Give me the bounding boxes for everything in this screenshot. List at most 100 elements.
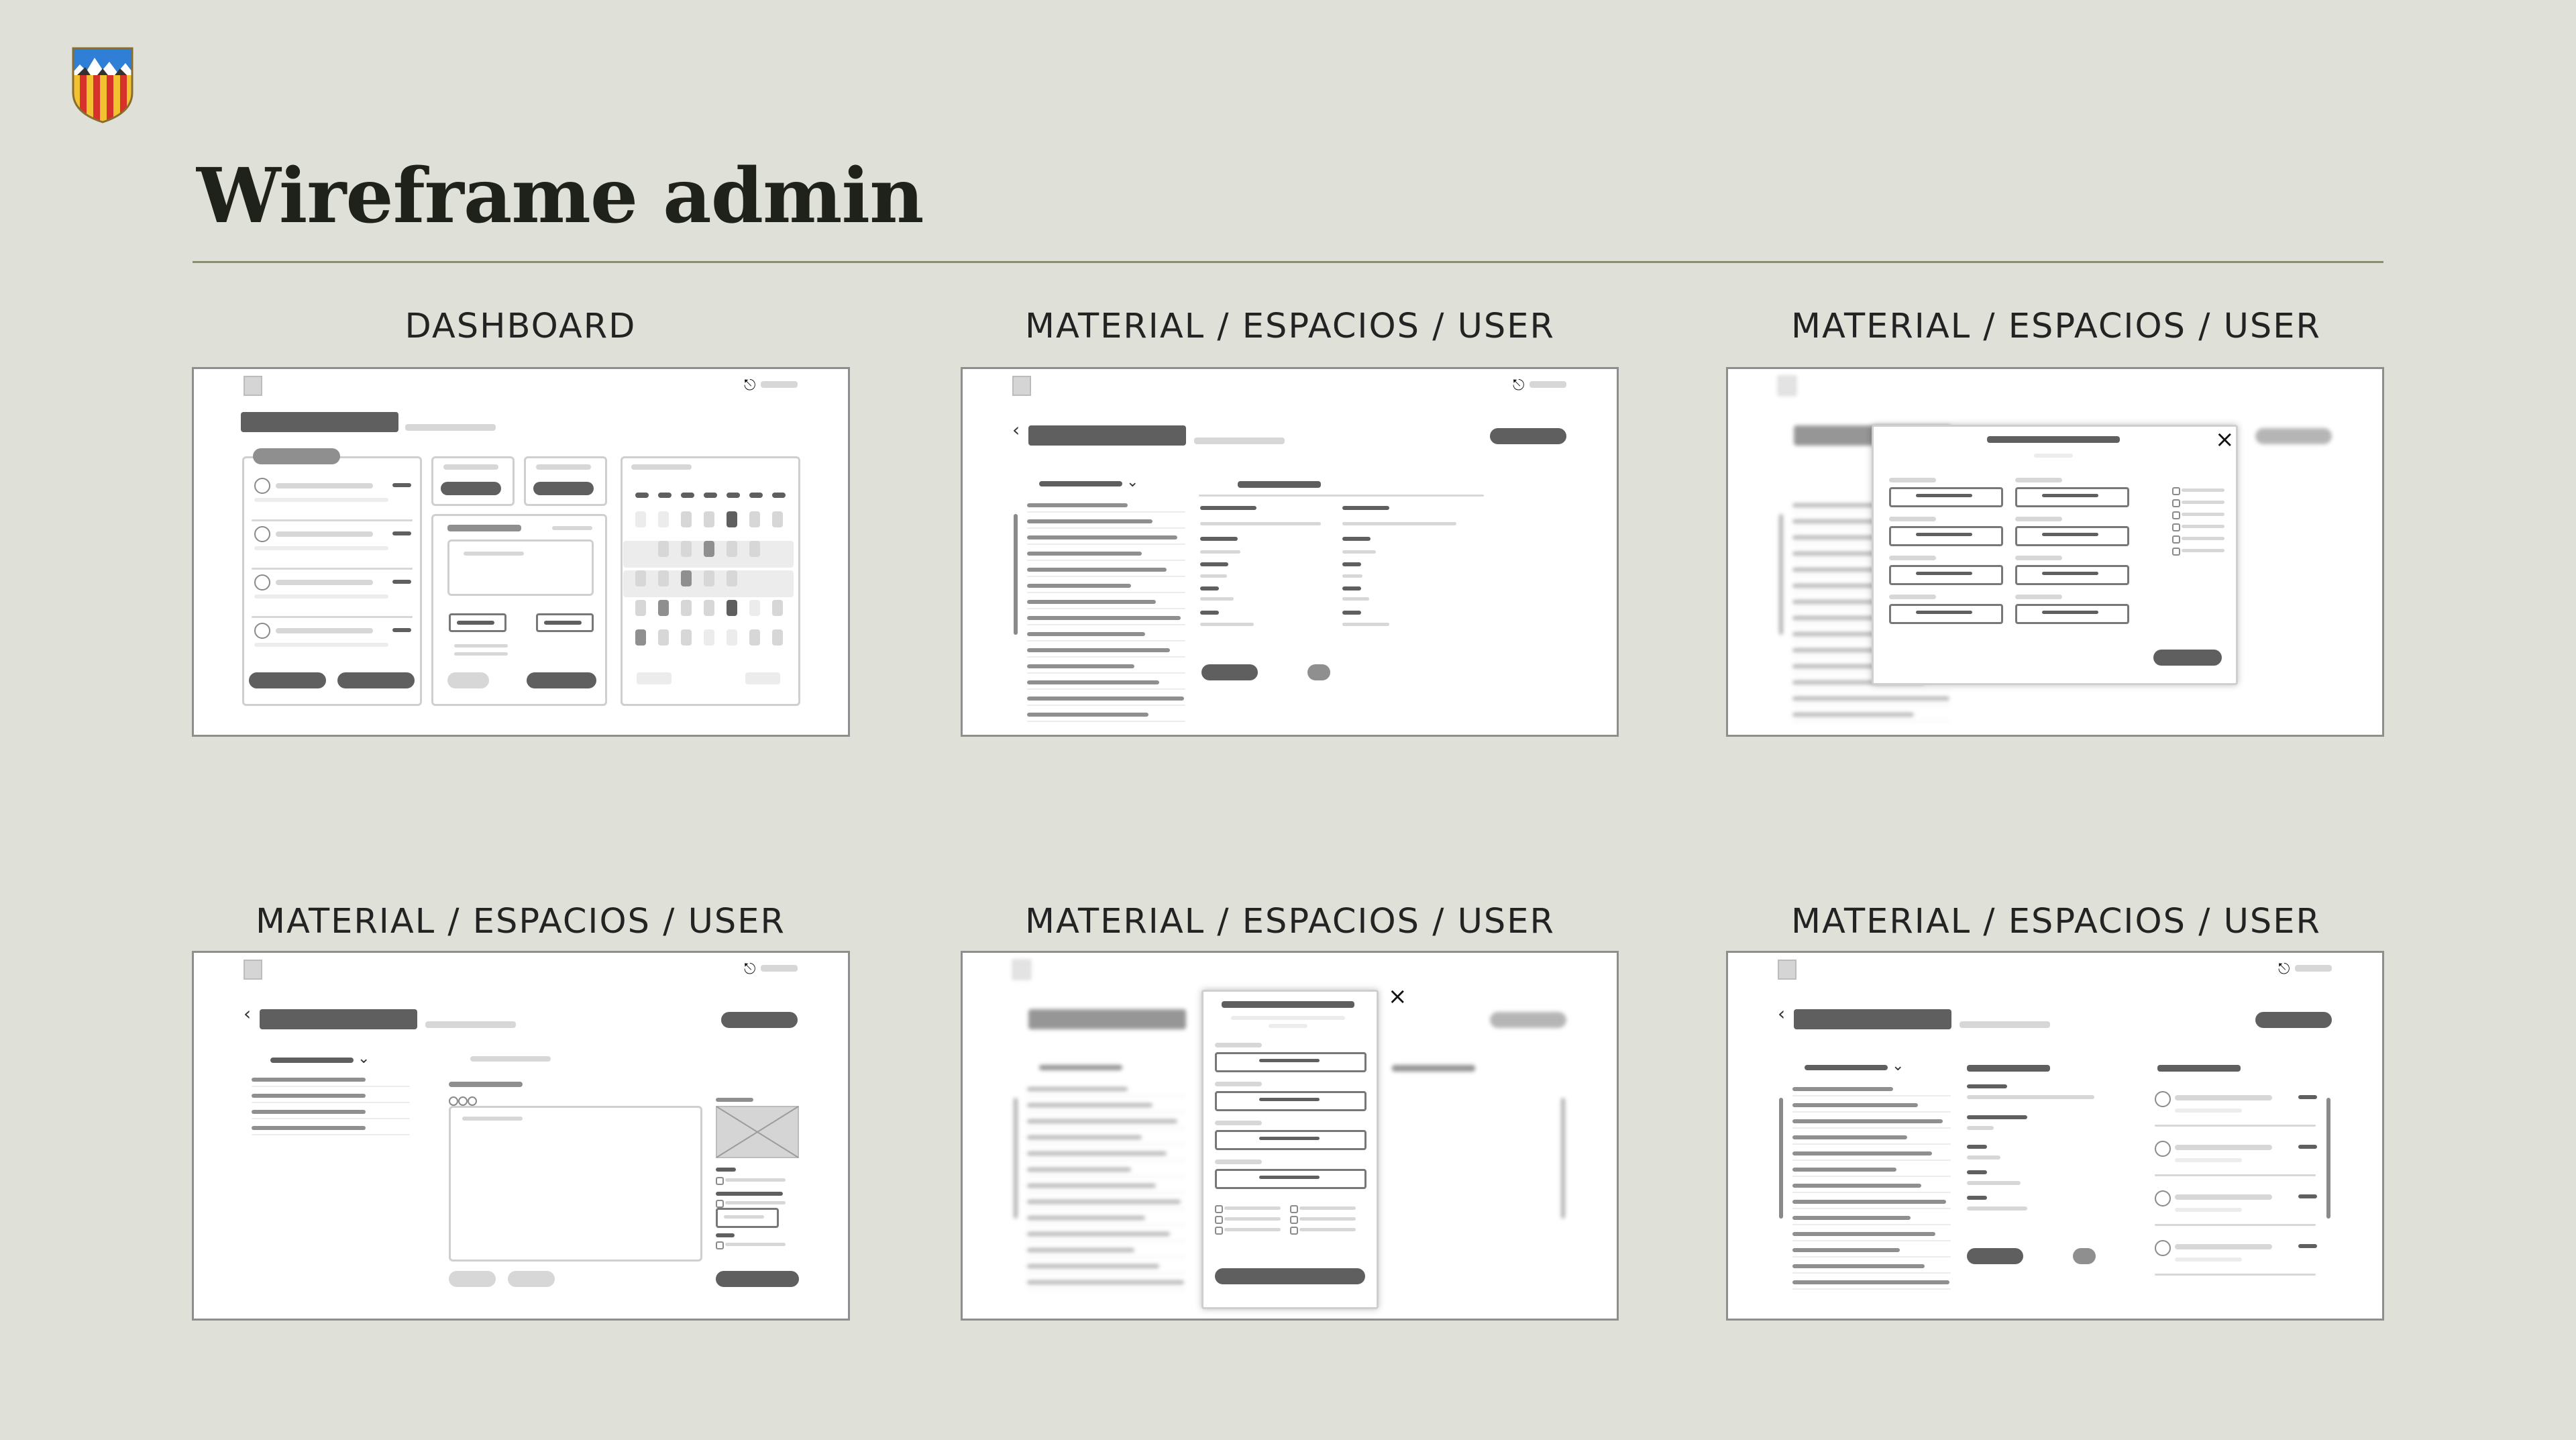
wireframe-edit-form[interactable]: ⎋ ‹ ⌄ (192, 951, 850, 1321)
chevron-down-icon[interactable]: ⌄ (1892, 1058, 1904, 1074)
list-item-line[interactable] (1027, 1135, 1142, 1139)
list-item-line[interactable] (1027, 713, 1148, 717)
list-filter[interactable] (1039, 481, 1122, 486)
checkbox[interactable] (2172, 487, 2180, 495)
wireframe-dashboard[interactable]: ⎋ (192, 367, 850, 737)
history-list[interactable] (2155, 1084, 2322, 1299)
list-item-line[interactable] (1792, 1151, 1932, 1155)
wireframe-detail-list[interactable]: ⎋ ‹ ⌄ (961, 367, 1619, 737)
list-item-line[interactable] (1792, 503, 1893, 507)
list-item-line[interactable] (1027, 1151, 1167, 1155)
calendar-day[interactable] (704, 511, 714, 527)
item-list[interactable] (1027, 503, 1185, 725)
close-icon[interactable]: × (1388, 983, 1407, 1010)
form-input[interactable] (1215, 1091, 1366, 1111)
list-item-line[interactable] (1027, 535, 1177, 539)
modal-submit-button[interactable] (2153, 650, 2222, 666)
list-item-line[interactable] (1792, 552, 1907, 556)
list-item-line[interactable] (1027, 519, 1152, 523)
calendar-prev-button[interactable] (637, 672, 672, 684)
list-item-line[interactable] (1027, 680, 1159, 684)
list-item-line[interactable] (1027, 1232, 1170, 1236)
form-input[interactable] (2015, 526, 2129, 546)
list-item-line[interactable] (1027, 1216, 1145, 1220)
list-item-line[interactable] (1027, 1087, 1128, 1091)
list-item-line[interactable] (252, 1126, 366, 1130)
calendar-day[interactable] (749, 511, 760, 527)
list-item-line[interactable] (1027, 1184, 1156, 1188)
calendar-day[interactable] (658, 511, 669, 527)
list-item-line[interactable] (1792, 648, 1935, 652)
form-input[interactable] (1215, 1169, 1366, 1189)
calendar-day[interactable] (635, 600, 646, 616)
form-input[interactable] (1215, 1130, 1366, 1150)
back-icon[interactable]: ‹ (1012, 419, 1020, 441)
form-input[interactable] (1889, 526, 2003, 546)
checkbox[interactable] (716, 1200, 724, 1208)
calendar-next-button[interactable] (745, 672, 780, 684)
calendar-day[interactable] (749, 629, 760, 646)
list-item-line[interactable] (1027, 1119, 1177, 1123)
calendar-day[interactable] (727, 570, 737, 586)
list-item-line[interactable] (1792, 1184, 1921, 1188)
calendar-day[interactable] (681, 511, 692, 527)
scrollbar[interactable] (1014, 514, 1018, 635)
item-list[interactable] (252, 1078, 410, 1151)
checkbox[interactable] (1290, 1205, 1298, 1213)
form-cancel-button[interactable] (447, 672, 489, 688)
back-icon[interactable]: ‹ (1778, 1002, 1786, 1025)
header-action-button[interactable] (2255, 1012, 2332, 1028)
list-item-line[interactable] (1792, 1135, 1907, 1139)
list-item-line[interactable] (1027, 664, 1134, 668)
list-item-line[interactable] (1027, 1103, 1152, 1107)
list-item-line[interactable] (1027, 503, 1128, 507)
calendar-day[interactable] (704, 629, 714, 646)
list-item-line[interactable] (1792, 1168, 1896, 1172)
list-item-line[interactable] (1792, 713, 1914, 717)
list-item-line[interactable] (1027, 1168, 1131, 1172)
calendar-day[interactable] (727, 541, 737, 557)
wireframe-modal-form[interactable]: × (1726, 367, 2384, 737)
save-button[interactable] (1201, 664, 1258, 680)
item-list[interactable] (1792, 1087, 1951, 1308)
list-item-line[interactable] (1792, 568, 1932, 572)
calendar-day[interactable] (772, 541, 783, 557)
checkbox[interactable] (1290, 1227, 1298, 1235)
description-textarea[interactable] (449, 1106, 702, 1262)
calendar-day[interactable] (727, 511, 737, 527)
list-item-line[interactable] (1792, 519, 1918, 523)
calendar-day[interactable] (749, 570, 760, 586)
secondary-button[interactable] (2073, 1248, 2096, 1264)
checkbox[interactable] (2172, 499, 2180, 507)
calendar-day[interactable] (681, 600, 692, 616)
list-filter[interactable] (270, 1058, 354, 1063)
list-item-line[interactable] (1792, 1087, 1893, 1091)
modal-form-fields[interactable] (1889, 478, 2224, 652)
calendar-day[interactable] (727, 600, 737, 616)
list-item-line[interactable] (252, 1078, 366, 1082)
list-item-line[interactable] (1027, 568, 1167, 572)
editor-toolbar-icon[interactable] (468, 1096, 477, 1106)
header-action-button[interactable] (721, 1012, 798, 1028)
calendar-day[interactable] (635, 570, 646, 586)
calendar-grid[interactable] (635, 493, 790, 654)
logout-icon[interactable]: ⎋ (2278, 961, 2290, 978)
calendar-day[interactable] (772, 570, 783, 586)
list-item-line[interactable] (1792, 600, 1921, 604)
form-input[interactable] (1889, 565, 2003, 585)
list-item-line[interactable] (1792, 1264, 1925, 1268)
form-submit-button[interactable] (527, 672, 596, 688)
checkbox[interactable] (716, 1241, 724, 1249)
card-button[interactable] (337, 672, 415, 688)
form-textarea[interactable] (447, 539, 594, 596)
list-item-line[interactable] (1792, 1232, 1935, 1236)
header-action-button[interactable] (1490, 428, 1566, 444)
form-input[interactable] (2015, 487, 2129, 507)
calendar-day[interactable] (749, 541, 760, 557)
list-item-line[interactable] (1792, 535, 1943, 539)
save-button[interactable] (1967, 1248, 2023, 1264)
header-action-button[interactable] (2255, 428, 2332, 444)
calendar-day[interactable] (704, 570, 714, 586)
checkbox[interactable] (1215, 1205, 1223, 1213)
form-input[interactable] (1215, 1052, 1366, 1072)
